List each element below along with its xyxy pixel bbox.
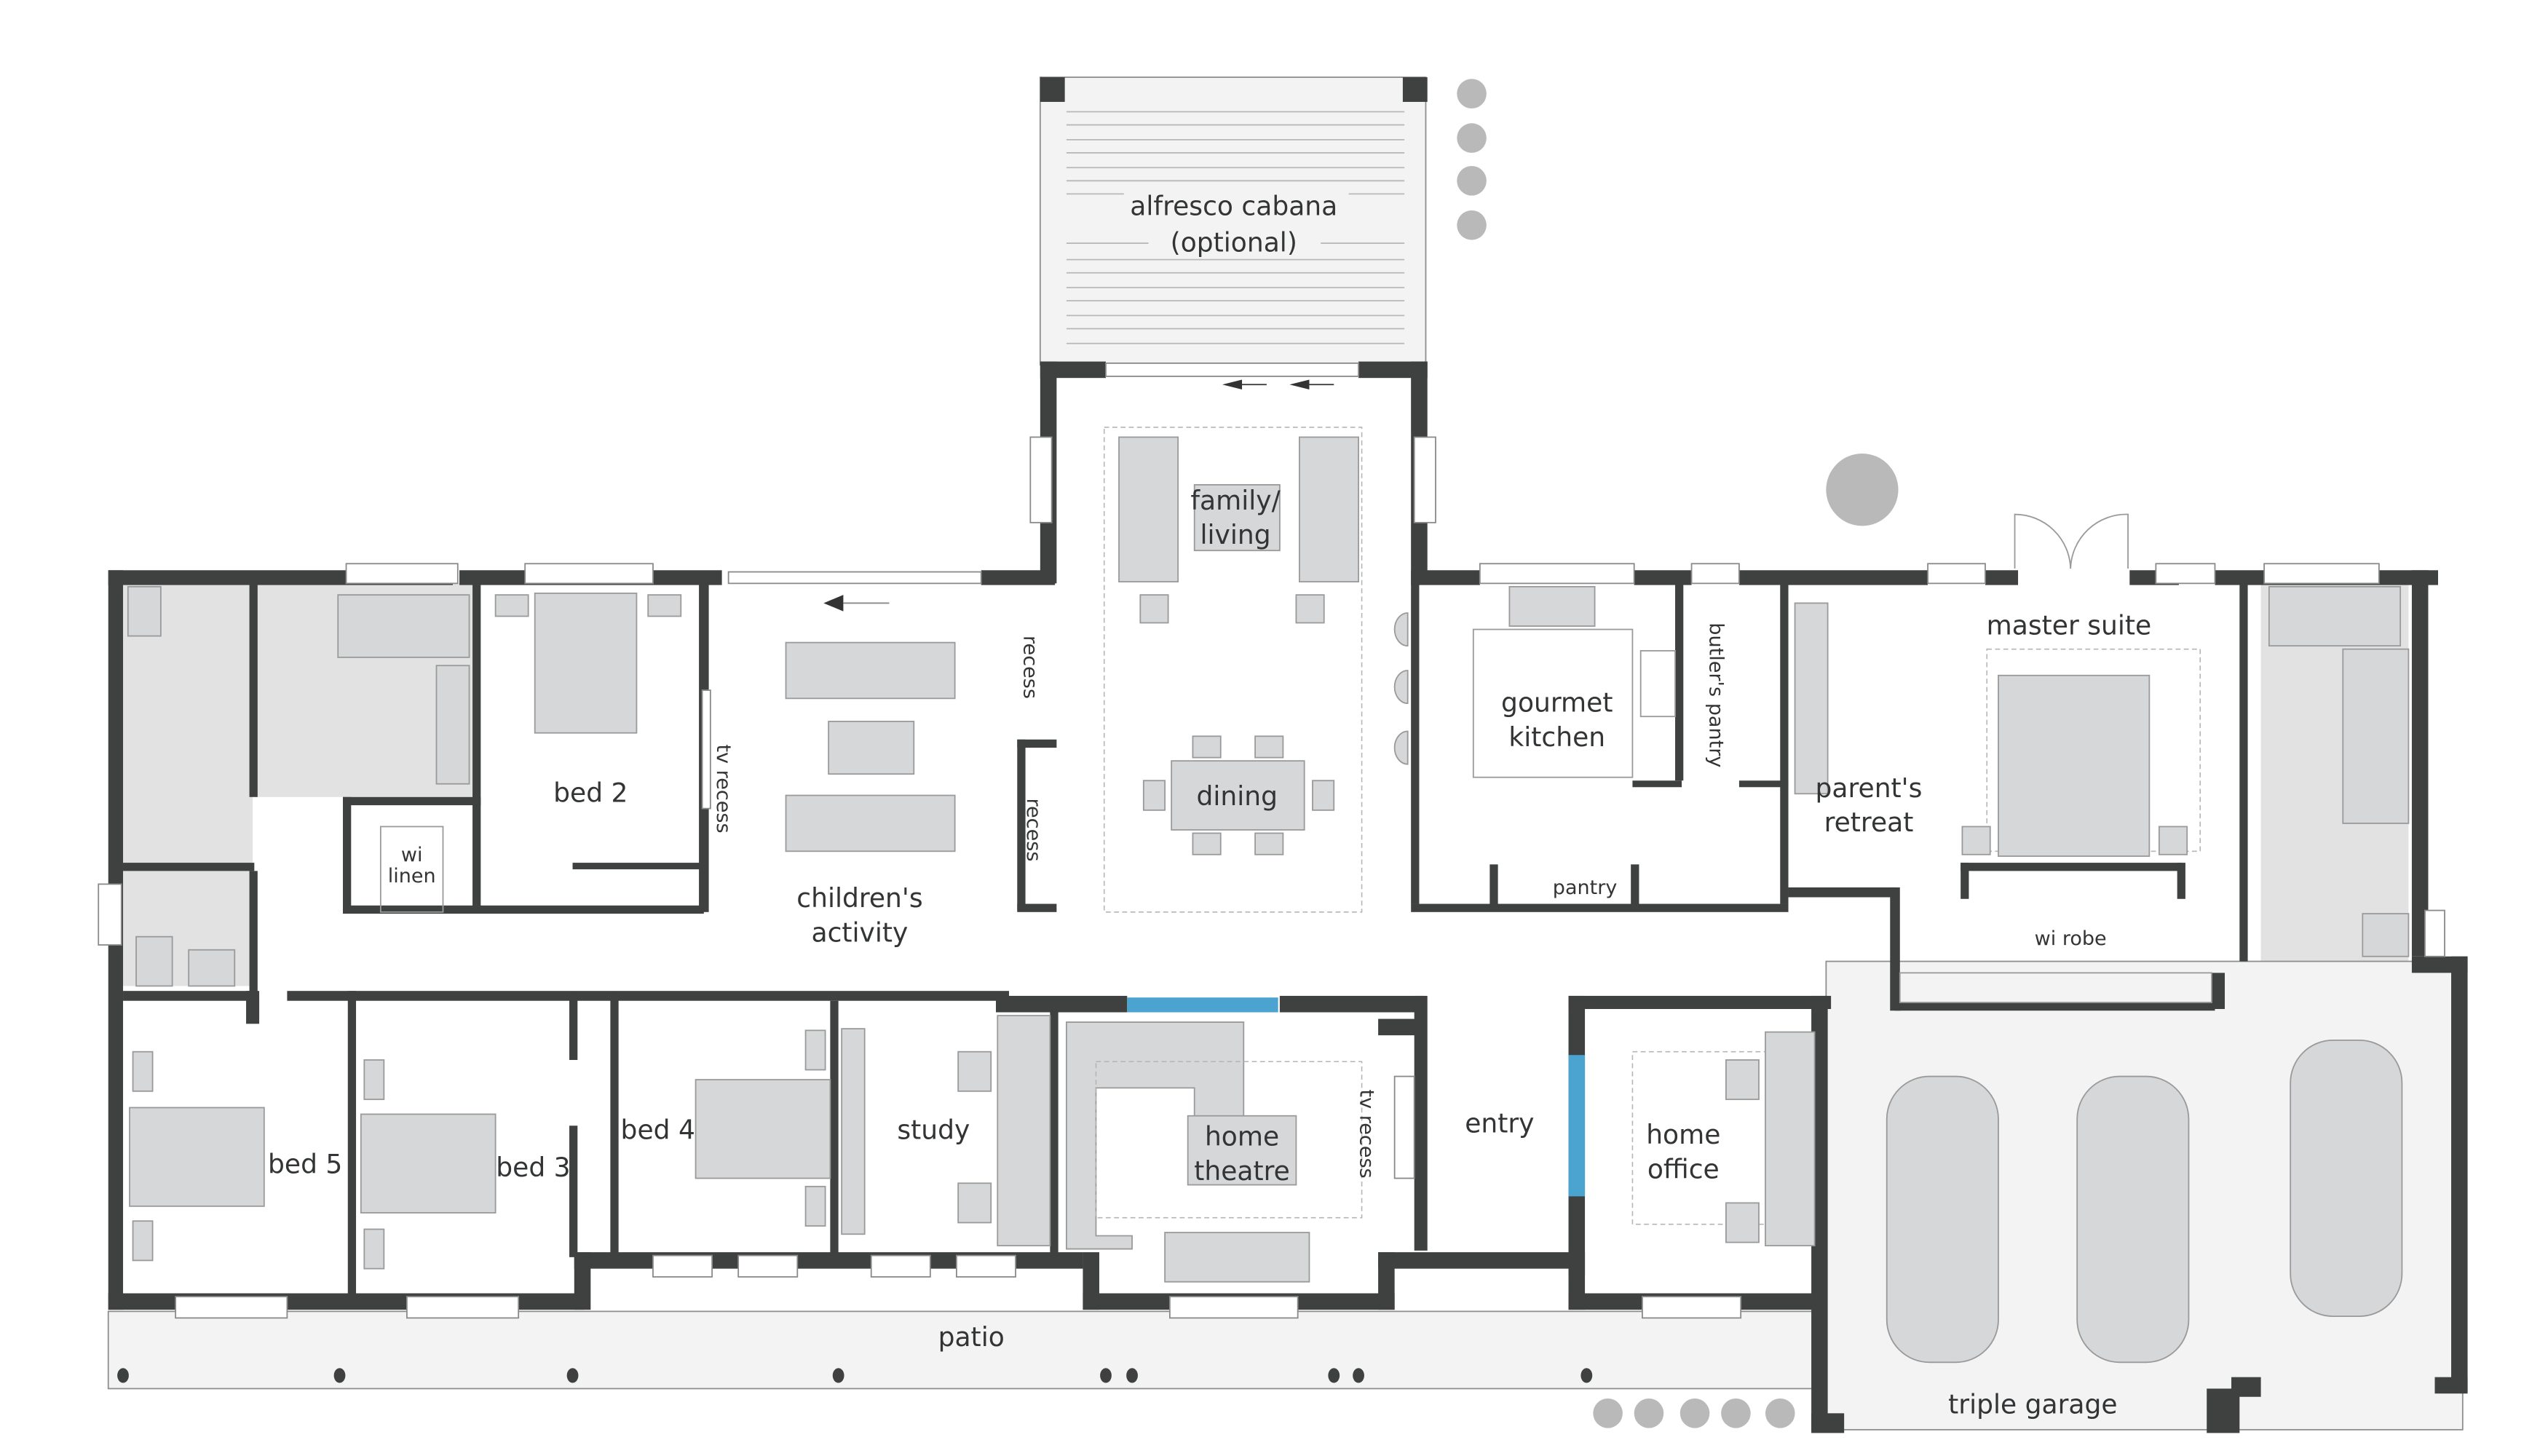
theatre-label-line1: home <box>1205 1121 1279 1152</box>
feature-wall-office <box>1568 1055 1586 1197</box>
plant-icon <box>1721 1398 1751 1428</box>
kitchen-label-line1: gourmet <box>1501 687 1613 718</box>
study-label: study <box>897 1115 970 1145</box>
retreat-label-line1: parent's <box>1816 773 1923 804</box>
garage-label: triple garage <box>1948 1389 2117 1420</box>
childrens-label-line1: children's <box>796 883 922 914</box>
tv-recess-activity-label: tv recess <box>712 744 735 833</box>
bed2-label: bed 2 <box>553 778 628 809</box>
plant-icon <box>1634 1398 1664 1428</box>
wi-robe-label: wi robe <box>2035 927 2107 950</box>
plant-icon <box>1593 1398 1623 1428</box>
retreat-label-line2: retreat <box>1824 807 1914 838</box>
plant-icon <box>1457 79 1487 108</box>
plant-icon <box>1457 123 1487 153</box>
master-suite-label: master suite <box>1987 610 2152 641</box>
dining-label: dining <box>1197 781 1278 812</box>
alfresco-cabana[interactable]: alfresco cabana (optional) <box>1039 76 1428 366</box>
wi-linen-label-line2: linen <box>388 865 436 887</box>
plant-icon <box>1457 210 1487 240</box>
sliding-door-arrows <box>823 379 1334 612</box>
patio[interactable]: patio <box>107 1310 1824 1390</box>
bed4-label: bed 4 <box>621 1115 695 1145</box>
garage-cars <box>1886 1039 2403 1364</box>
ensuite-tiles-left <box>121 583 253 986</box>
room-labels: family/ living dining gourmet kitchen bu… <box>268 486 2151 1420</box>
landscaping <box>1457 79 1899 1428</box>
kitchen-label-line2: kitchen <box>1508 722 1605 753</box>
french-doors-master[interactable] <box>2014 513 2129 569</box>
theatre-label-line2: theatre <box>1194 1156 1290 1187</box>
car-3 <box>2290 1039 2403 1318</box>
recess-upper-label: recess <box>1018 636 1041 699</box>
plant-icon <box>1457 165 1487 196</box>
car-1 <box>1886 1075 1999 1364</box>
feature-wall-theatre <box>1127 997 1278 1013</box>
cabana-slats <box>1066 111 1405 344</box>
office-label-line2: office <box>1647 1154 1720 1184</box>
butlers-pantry-label: butler's pantry <box>1704 622 1727 767</box>
furniture <box>127 427 2410 1283</box>
tree-icon <box>1826 454 1899 526</box>
family-label-line1: family/ <box>1190 486 1281 516</box>
patio-columns <box>117 1368 1593 1383</box>
bed3-label: bed 3 <box>496 1152 570 1183</box>
entry-label: entry <box>1465 1108 1534 1139</box>
alfresco-label-line1: alfresco cabana <box>1130 191 1337 222</box>
alfresco-label-line2: (optional) <box>1171 227 1297 258</box>
bed5-label: bed 5 <box>268 1150 342 1180</box>
wi-linen-label-line1: wi <box>401 844 423 866</box>
windows <box>98 362 2445 1319</box>
pantry-label: pantry <box>1553 877 1618 899</box>
family-label-line2: living <box>1200 520 1270 550</box>
plant-icon <box>1679 1398 1710 1428</box>
office-label-line1: home <box>1646 1120 1720 1150</box>
recess-lower-label: recess <box>1022 798 1045 861</box>
plant-icon <box>1765 1398 1795 1428</box>
childrens-label-line2: activity <box>811 917 908 948</box>
car-2 <box>2076 1075 2190 1364</box>
tv-recess-theatre-label: tv recess <box>1355 1089 1377 1178</box>
patio-label: patio <box>938 1322 1005 1353</box>
